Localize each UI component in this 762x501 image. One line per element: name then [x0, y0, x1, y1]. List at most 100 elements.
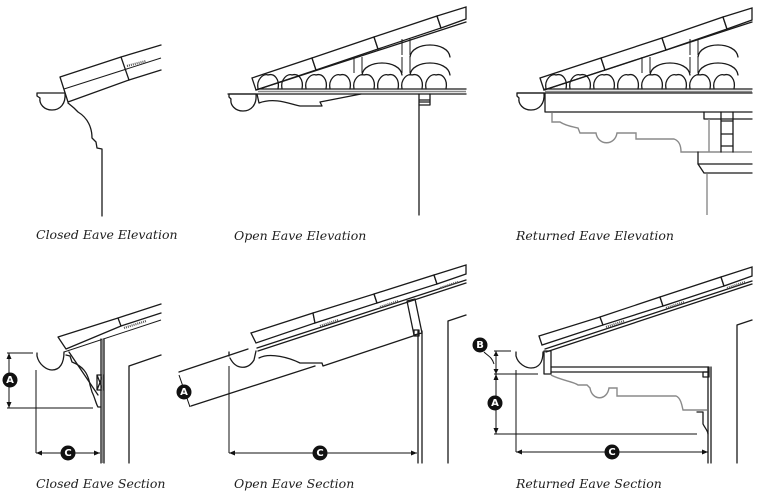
rafter-tail-profile [258, 334, 417, 367]
badge-circle [312, 445, 328, 461]
caption-returned-eave-section: Returned Eave Section [516, 476, 662, 491]
tile-cap [312, 293, 378, 324]
tile-joint [401, 39, 411, 55]
tile-cap [539, 57, 606, 91]
badge-circle [604, 444, 620, 460]
tile-loop [305, 73, 328, 90]
dimension-c-lines [228, 366, 417, 454]
roof-underline [63, 319, 162, 353]
tile-loop [665, 73, 688, 90]
roof-underline [255, 21, 467, 91]
crown-molding [65, 354, 102, 408]
roof-deck [544, 280, 753, 353]
badge-returned-b: B [472, 337, 488, 353]
dimension-a-lines [494, 374, 697, 435]
badge-closed-c: C [60, 445, 76, 461]
tile-cap [600, 37, 667, 71]
tile-cap [373, 274, 438, 304]
roof-underline [543, 21, 753, 91]
badge-open-a: A [176, 384, 192, 400]
rafter-bottom [190, 365, 316, 407]
plate-block [702, 371, 710, 378]
dimension-c-lines [515, 370, 708, 453]
rafter-hatch [126, 59, 147, 68]
open-eave-section-drawing [178, 264, 467, 464]
tile-loop [281, 73, 304, 90]
capital-blocks [720, 111, 734, 153]
tile-cap [436, 6, 467, 29]
rafter-extension [120, 44, 162, 81]
tile-loop [425, 73, 448, 90]
badge-label: C [608, 447, 615, 458]
tile-arch [409, 62, 451, 76]
badge-label: C [316, 448, 323, 459]
barrel-tiles [257, 39, 451, 90]
tile-joint [353, 57, 363, 73]
badge-circle [2, 372, 18, 388]
badge-circle [487, 395, 503, 411]
badge-label: C [64, 448, 71, 459]
returned-eave-elevation-drawing [516, 7, 753, 215]
fascia-box [544, 92, 753, 113]
wall-plate [418, 93, 431, 106]
wall-molding [696, 411, 709, 435]
tile-cap [722, 7, 753, 30]
caption-returned-eave-elevation: Returned Eave Elevation [516, 228, 674, 243]
corbel-profile [551, 113, 752, 153]
tile-cap [720, 266, 753, 287]
tile-arch [649, 62, 691, 76]
tile-arch [697, 44, 739, 58]
rafter-tail [57, 317, 122, 350]
caption-closed-eave-elevation: Closed Eave Elevation [36, 227, 178, 242]
tile-joint [689, 57, 699, 73]
tile-cap [373, 15, 442, 50]
dimension-a-arrows [493, 374, 499, 434]
open-eave-elevation-drawing [227, 6, 467, 216]
corbel-profile [550, 374, 707, 411]
brace [68, 351, 99, 396]
caption-open-eave-section: Open Eave Section [234, 476, 355, 491]
dimension-b-arrows [493, 351, 499, 374]
gutter [36, 92, 66, 111]
badge-label: B [476, 340, 484, 351]
tile-joint [641, 57, 651, 73]
tile-cap [433, 264, 467, 285]
rafter-top [178, 348, 249, 373]
closed-eave-elevation-drawing [36, 44, 162, 217]
tile-loop [401, 73, 424, 90]
wall [100, 338, 105, 464]
dimension-a-lines [7, 352, 93, 409]
badge-label: A [491, 398, 499, 409]
caption-closed-eave-section: Closed Eave Section [36, 476, 166, 491]
caption-open-eave-elevation: Open Eave Elevation [234, 228, 367, 243]
badge-returned-c: C [604, 444, 620, 460]
interior-wall [447, 314, 467, 464]
plate-block [413, 329, 420, 337]
gutter [229, 350, 257, 368]
rafter-midline [63, 57, 162, 90]
crown-molding-and-wall [67, 102, 103, 217]
badge-circle [60, 445, 76, 461]
gutter [516, 92, 545, 111]
rafter-tail-profile [256, 93, 362, 107]
tile-loop [593, 73, 616, 90]
tile-loop [329, 73, 352, 90]
dimension-c-lines [35, 370, 100, 454]
badge-returned-a: A [487, 395, 503, 411]
badge-closed-a: A [2, 372, 18, 388]
barrel-tiles [545, 39, 739, 90]
soffit [550, 366, 710, 373]
tile-arch [409, 44, 451, 58]
tile-loop [689, 73, 712, 90]
tile-joint [689, 39, 699, 55]
tile-loop [617, 73, 640, 90]
closed-eave-section-drawing [6, 303, 162, 464]
gutter [228, 93, 257, 112]
roof-deck [256, 279, 467, 352]
tile-loop [353, 73, 376, 90]
badge-circle [472, 337, 488, 353]
tile-loop [641, 73, 664, 90]
badge-label: A [180, 387, 188, 398]
fascia [543, 350, 552, 375]
